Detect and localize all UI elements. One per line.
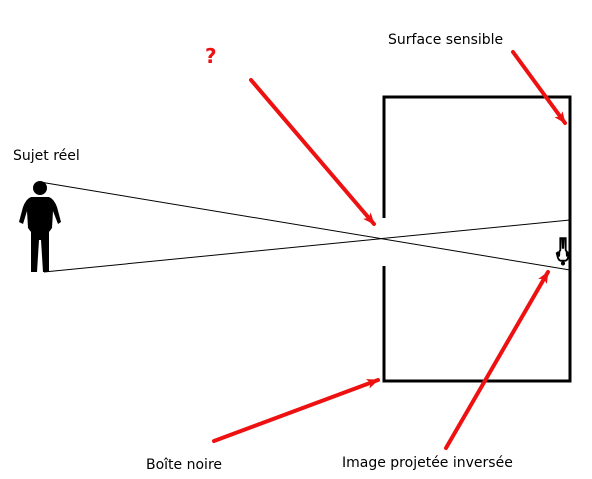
- subject-person-icon: [19, 181, 61, 272]
- label-surface-sensible: Surface sensible: [388, 32, 504, 48]
- light-rays: [39, 181, 571, 273]
- red-arrows: [212, 50, 567, 450]
- question-mark: ?: [205, 44, 217, 68]
- black-box: [382, 95, 572, 383]
- ray-feet: [43, 219, 571, 273]
- arrow-to-pinhole: [249, 78, 376, 226]
- label-image-projetee: Image projetée inversée: [342, 455, 513, 471]
- projected-image-icon: [555, 237, 571, 266]
- arrow-to-surface: [511, 50, 567, 125]
- arrow-to-box: [212, 378, 380, 443]
- ray-head: [39, 181, 571, 271]
- arrow-to-image: [444, 270, 550, 450]
- label-boite-noire: Boîte noire: [146, 457, 223, 473]
- label-sujet-reel: Sujet réel: [13, 148, 80, 164]
